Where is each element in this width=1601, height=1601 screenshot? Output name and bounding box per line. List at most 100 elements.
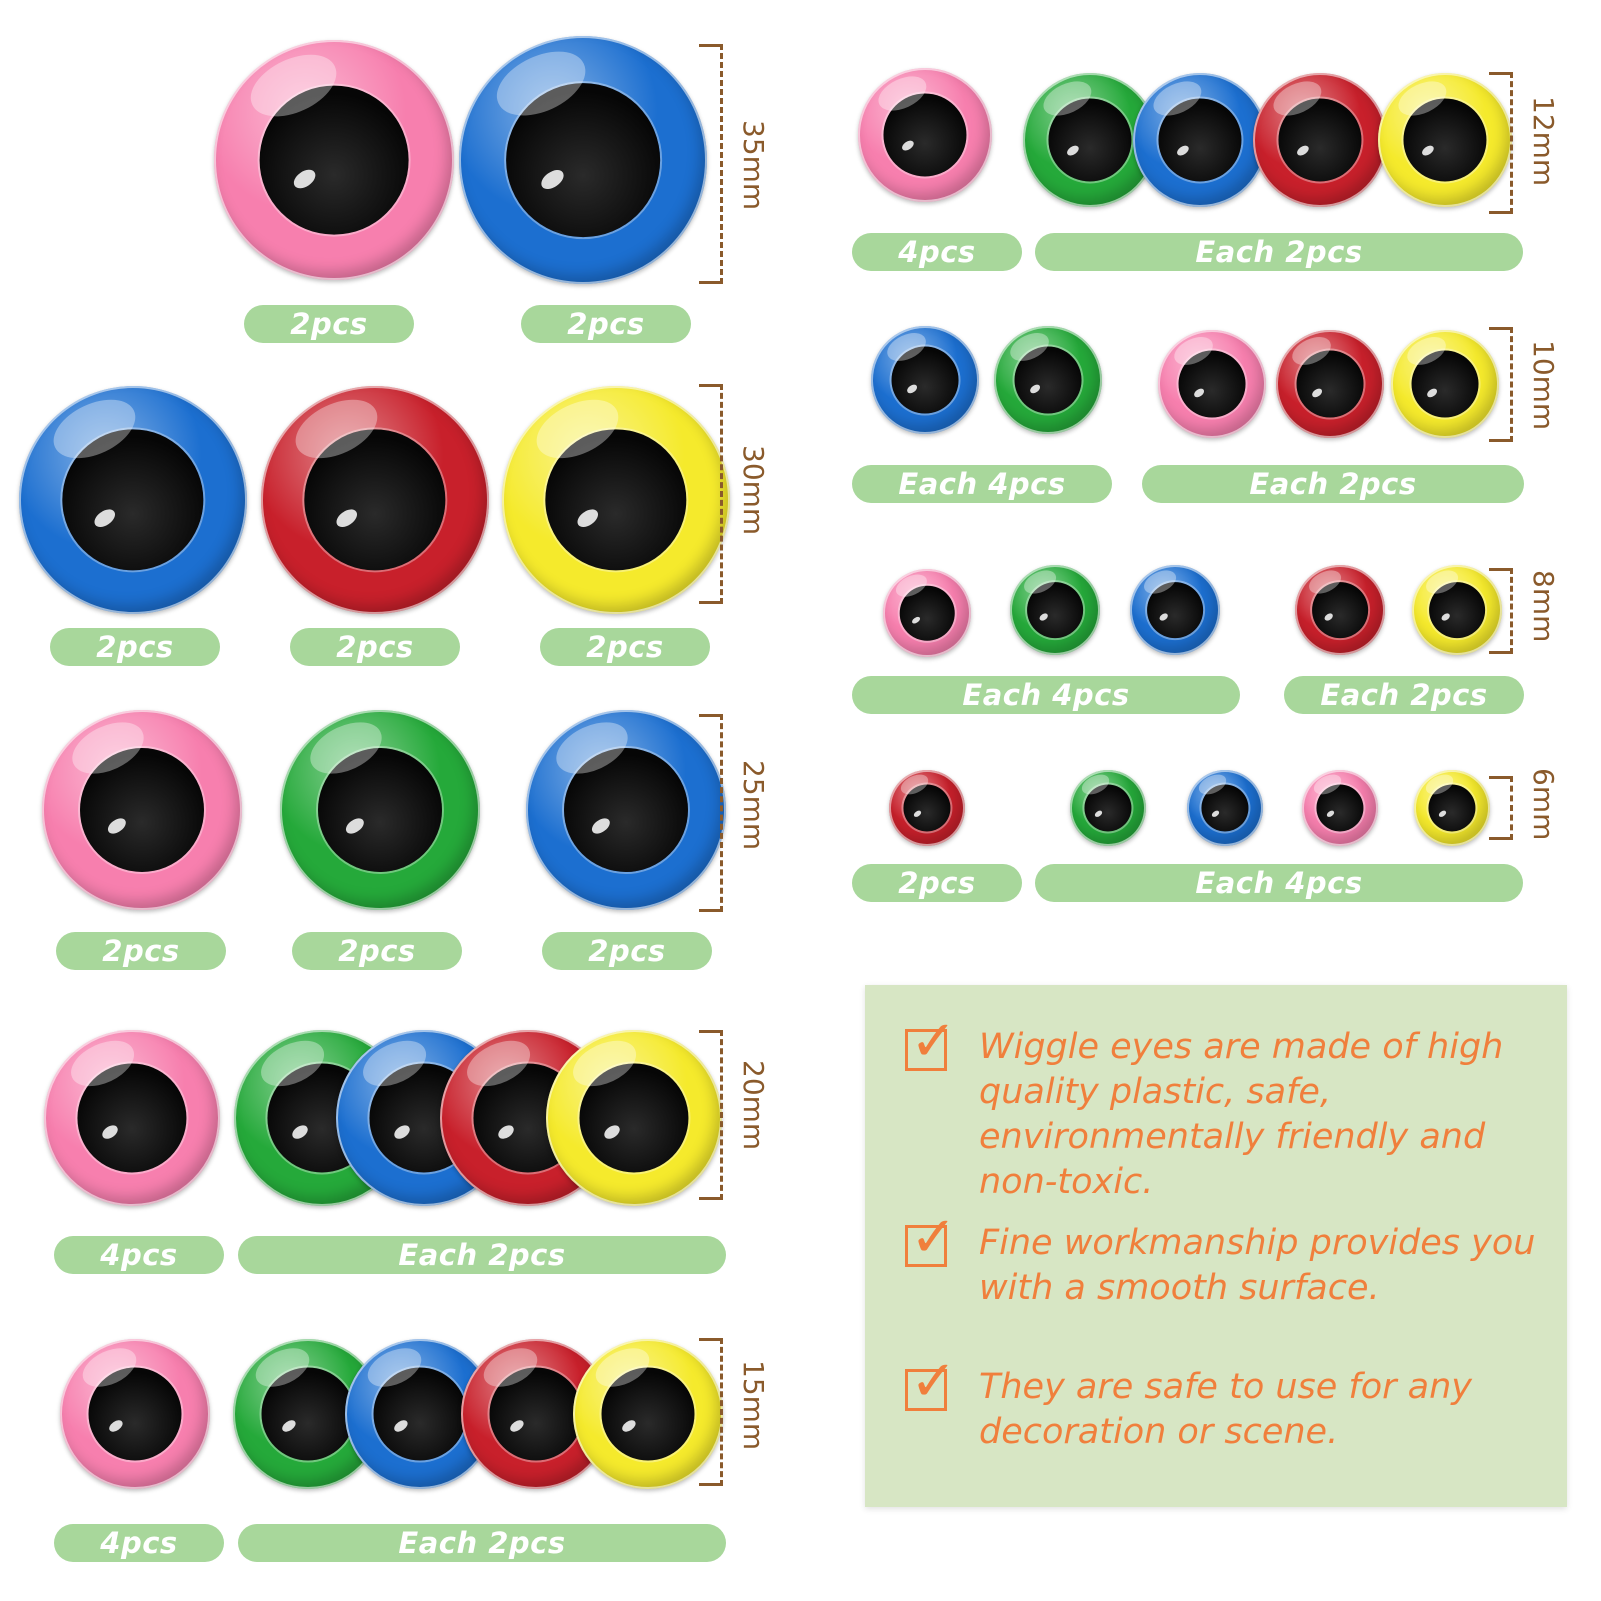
green-googly-eye [994, 326, 1102, 434]
green-googly-eye [1010, 565, 1100, 655]
feature-panel: ✓ Wiggle eyes are made of high quality p… [865, 985, 1567, 1507]
feature-item: ✓ They are safe to use for any decoratio… [905, 1354, 1543, 1465]
eye-pupil [545, 429, 687, 571]
quantity-label: 2pcs [521, 305, 691, 343]
size-label: 25mm [737, 760, 770, 851]
eye-pupil [1316, 784, 1364, 832]
eye-pupil [1312, 582, 1368, 638]
quantity-label: 4pcs [54, 1524, 224, 1562]
dimension-bracket [1486, 327, 1513, 442]
size-label: 6mm [1527, 768, 1560, 841]
red-googly-eye [1295, 565, 1385, 655]
dimension-bracket [1486, 72, 1513, 214]
eye-pupil [1178, 350, 1246, 418]
quantity-label: 2pcs [542, 932, 712, 970]
feature-item: ✓ Wiggle eyes are made of high quality p… [905, 1014, 1543, 1205]
quantity-label: Each 2pcs [1284, 676, 1524, 714]
red-googly-eye [1253, 73, 1387, 207]
quantity-label: Each 2pcs [238, 1524, 726, 1562]
eye-pupil [564, 748, 688, 872]
feature-text: They are safe to use for any decoration … [979, 1367, 1473, 1452]
blue-googly-eye [526, 710, 726, 910]
eye-pupil [891, 346, 959, 414]
dimension-bracket [696, 384, 723, 604]
pink-googly-eye [60, 1339, 210, 1489]
dimension-bracket [696, 44, 723, 284]
eye-pupil [1014, 346, 1082, 414]
checkbox-check-icon: ✓ [905, 1210, 957, 1267]
feature-item: ✓ Fine workmanship provides you with a s… [905, 1210, 1543, 1321]
size-label: 20mm [737, 1060, 770, 1151]
pink-googly-eye [42, 710, 242, 910]
green-googly-eye [280, 710, 480, 910]
eye-pupil [77, 1063, 187, 1173]
green-googly-eye [1070, 770, 1146, 846]
checkbox-check-icon: ✓ [905, 1014, 957, 1071]
eye-pupil [62, 429, 204, 571]
yellow-googly-eye [1391, 330, 1499, 438]
yellow-googly-eye [1414, 770, 1490, 846]
quantity-label: 2pcs [292, 932, 462, 970]
quantity-label: Each 4pcs [852, 465, 1112, 503]
size-label: 35mm [737, 120, 770, 211]
quantity-label: 2pcs [244, 305, 414, 343]
quantity-label: 2pcs [56, 932, 226, 970]
eye-pupil [601, 1367, 695, 1461]
eye-pupil [304, 429, 446, 571]
eye-pupil [1296, 350, 1364, 418]
pink-googly-eye [1302, 770, 1378, 846]
eye-pupil [903, 784, 951, 832]
eye-pupil [1027, 582, 1083, 638]
eye-pupil [1147, 582, 1203, 638]
red-googly-eye [1276, 330, 1384, 438]
checkbox-check-icon: ✓ [905, 1354, 957, 1411]
blue-googly-eye [459, 36, 707, 284]
pink-googly-eye [44, 1030, 220, 1206]
pink-googly-eye [883, 569, 971, 657]
quantity-label: Each 4pcs [852, 676, 1240, 714]
size-label: 10mm [1527, 340, 1560, 431]
quantity-label: Each 2pcs [238, 1236, 726, 1274]
eye-pupil [1411, 350, 1479, 418]
quantity-label: 2pcs [290, 628, 460, 666]
dimension-bracket [696, 714, 723, 912]
quantity-label: 4pcs [54, 1236, 224, 1274]
yellow-googly-eye [502, 386, 730, 614]
dimension-bracket [1486, 776, 1513, 840]
eye-pupil [489, 1367, 583, 1461]
dimension-bracket [1486, 568, 1513, 654]
quantity-label: 2pcs [50, 628, 220, 666]
eye-pupil [1201, 784, 1249, 832]
quantity-label: Each 2pcs [1035, 233, 1523, 271]
quantity-label: Each 4pcs [1035, 864, 1523, 902]
yellow-googly-eye [546, 1030, 722, 1206]
blue-googly-eye [19, 386, 247, 614]
blue-googly-eye [1133, 73, 1267, 207]
size-label: 12mm [1527, 96, 1560, 187]
eye-pupil [318, 748, 442, 872]
eye-pupil [1428, 784, 1476, 832]
quantity-label: 4pcs [852, 233, 1022, 271]
feature-text: Wiggle eyes are made of high quality pla… [979, 1027, 1504, 1202]
pink-googly-eye [214, 40, 454, 280]
eye-pupil [579, 1063, 689, 1173]
eye-pupil [259, 85, 409, 235]
quantity-label: Each 2pcs [1142, 465, 1524, 503]
blue-googly-eye [1130, 565, 1220, 655]
yellow-googly-eye [1378, 73, 1512, 207]
yellow-googly-eye [573, 1339, 723, 1489]
eye-pupil [80, 748, 204, 872]
eye-pupil [1429, 582, 1485, 638]
yellow-googly-eye [1412, 565, 1502, 655]
eye-pupil [373, 1367, 467, 1461]
eye-pupil [88, 1367, 182, 1461]
quantity-label: 2pcs [540, 628, 710, 666]
eye-pupil [261, 1367, 355, 1461]
feature-text: Fine workmanship provides you with a smo… [979, 1223, 1536, 1308]
eye-pupil [1403, 98, 1487, 182]
size-label: 8mm [1527, 570, 1560, 643]
eye-pupil [1048, 98, 1132, 182]
pink-googly-eye [1158, 330, 1266, 438]
blue-googly-eye [871, 326, 979, 434]
